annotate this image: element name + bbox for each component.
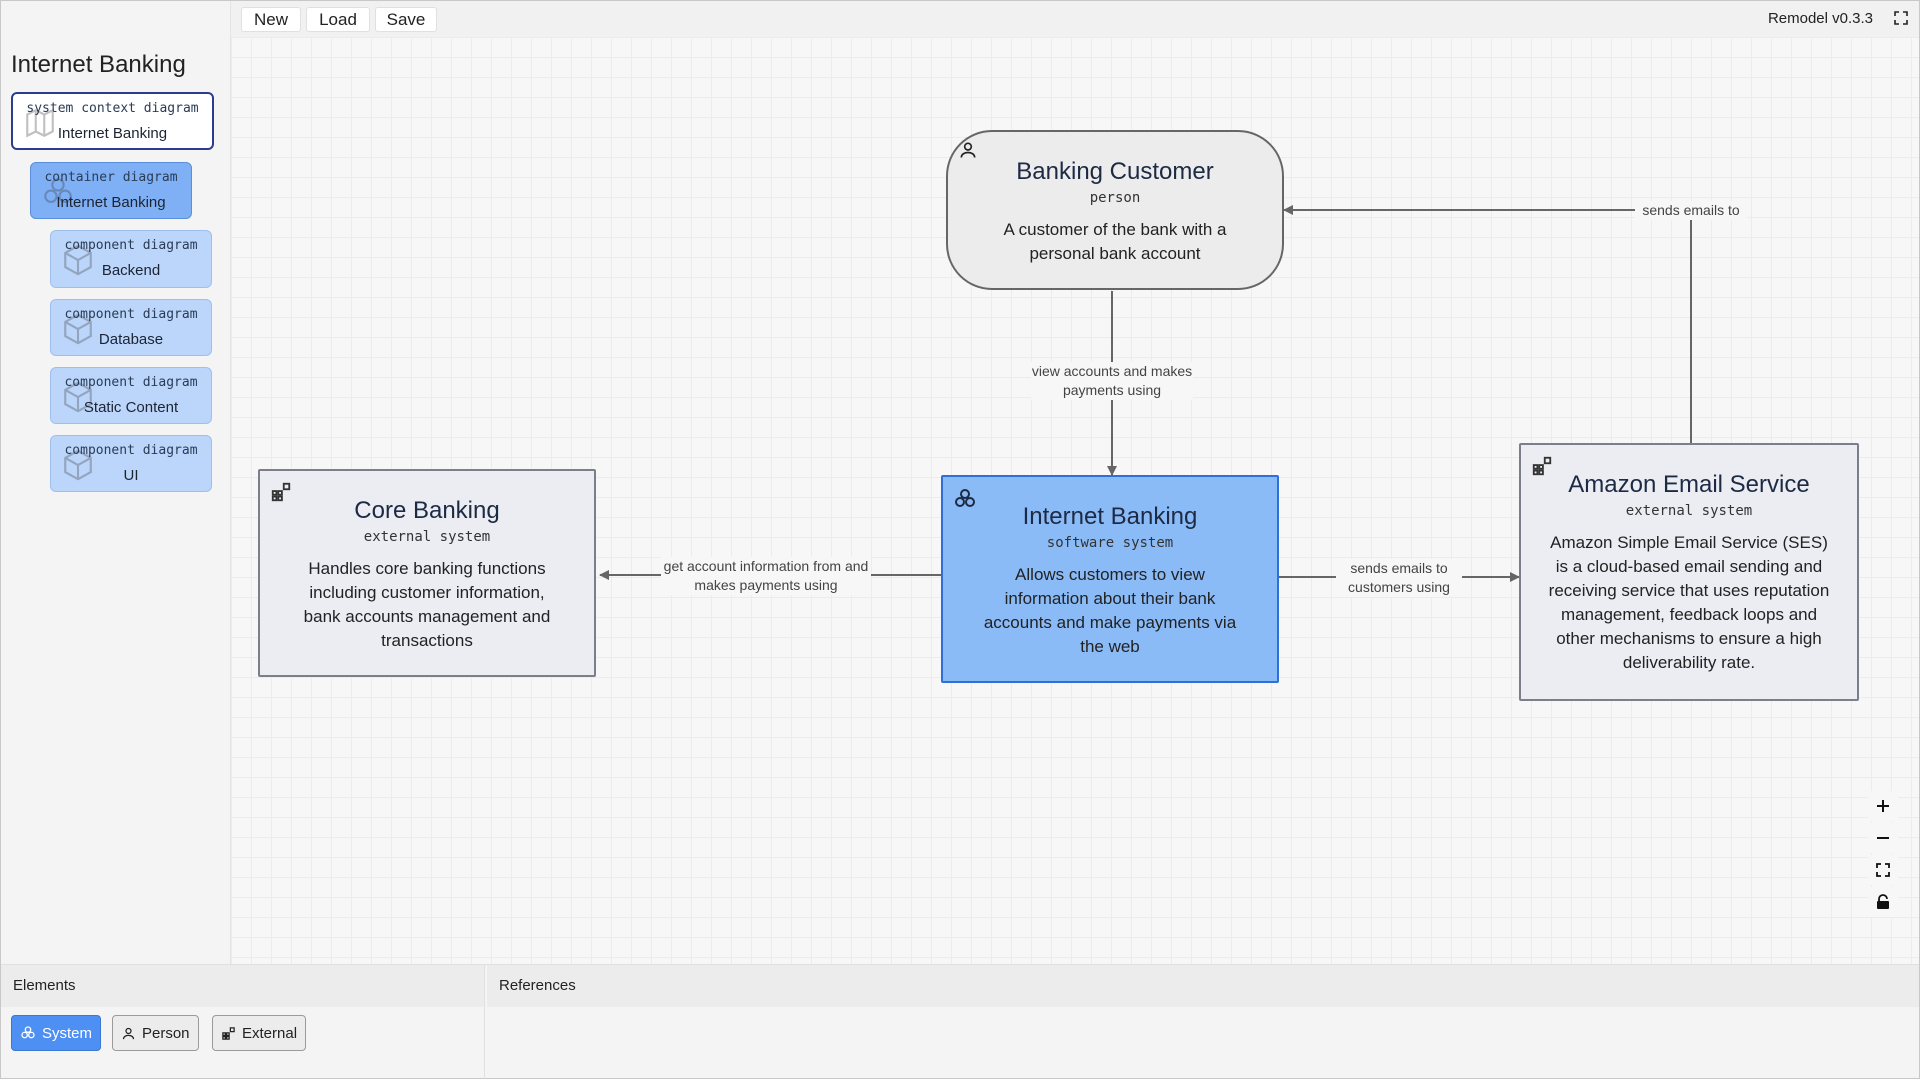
references-panel-title: References — [487, 965, 1919, 1007]
tree-item-system-context[interactable]: system context diagram Internet Banking — [11, 92, 214, 150]
diagram-canvas[interactable]: view accounts and makes payments using g… — [231, 37, 1919, 964]
edge-email-to-customer[interactable] — [1283, 205, 1692, 443]
new-button[interactable]: New — [241, 7, 301, 32]
tree-item-container[interactable]: container diagram Internet Banking — [30, 162, 192, 219]
lock-icon — [1877, 894, 1889, 909]
edge-label-internet-banking-to-email: sends emails to customers using — [1336, 559, 1462, 597]
external-icon — [222, 1026, 235, 1040]
node-stereotype: person — [1089, 190, 1141, 206]
tree-item-kind: component diagram — [64, 307, 198, 322]
tree-item-kind: container diagram — [44, 170, 178, 185]
node-stereotype: software system — [1046, 535, 1174, 551]
save-button[interactable]: Save — [375, 7, 437, 32]
node-core-banking[interactable]: Core Banking external system Handles cor… — [258, 469, 596, 677]
tree-item-component-ui[interactable]: component diagram UI — [50, 435, 212, 492]
plus-icon — [1877, 800, 1889, 812]
tree-item-name: Internet Banking — [56, 194, 166, 211]
toolbar: New Load Save Remodel v0.3.3 — [231, 1, 1919, 37]
add-system-button[interactable]: System — [11, 1015, 102, 1051]
person-icon — [122, 1027, 135, 1039]
tree-item-component-database[interactable]: component diagram Database — [50, 299, 212, 356]
edge-label-internet-banking-to-core-banking: get account information from and makes p… — [661, 557, 871, 595]
tree-item-name: Database — [98, 331, 164, 348]
node-description: Handles core banking functions including… — [303, 559, 551, 650]
tree-item-component-static-content[interactable]: component diagram Static Content — [50, 367, 212, 424]
add-person-label: Person — [142, 1024, 190, 1042]
tree-item-kind: component diagram — [64, 443, 198, 458]
tree-item-kind: system context diagram — [26, 101, 199, 116]
cube-icon — [64, 381, 92, 413]
node-stereotype: external system — [1625, 503, 1753, 519]
add-person-button[interactable]: Person — [112, 1015, 199, 1051]
system-icon — [44, 178, 72, 203]
tree-item-kind: component diagram — [64, 375, 198, 390]
system-icon — [21, 1026, 35, 1039]
edge-label-email-to-customer: sends emails to — [1635, 201, 1747, 220]
node-description: Allows customers to view information abo… — [983, 565, 1237, 656]
node-title: Banking Customer — [1016, 158, 1214, 185]
fit-view-button[interactable] — [1868, 855, 1898, 885]
node-amazon-email-service[interactable]: Amazon Email Service external system Ama… — [1519, 443, 1859, 701]
cube-icon — [64, 449, 92, 481]
sidebar-title: Internet Banking — [11, 51, 186, 78]
tree-item-name: Internet Banking — [57, 125, 168, 142]
add-external-label: External — [242, 1024, 298, 1042]
tree-item-name: UI — [123, 467, 139, 484]
add-system-label: System — [42, 1024, 93, 1042]
sidebar: Internet Banking system context diagram … — [1, 1, 231, 964]
zoom-out-button[interactable] — [1868, 823, 1898, 853]
external-icon — [271, 482, 291, 502]
tree-item-kind: component diagram — [64, 238, 198, 253]
system-icon — [955, 489, 975, 507]
app-version: Remodel v0.3.3 — [1767, 10, 1873, 27]
add-external-button[interactable]: External — [212, 1015, 307, 1051]
edge-label-customer-to-internet-banking: view accounts and makes payments using — [1031, 362, 1193, 400]
node-description: A customer of the bank with a personal b… — [1003, 220, 1227, 263]
external-icon — [1532, 456, 1552, 476]
load-button[interactable]: Load — [306, 7, 370, 32]
elements-panel-title: Elements — [1, 965, 484, 1007]
node-title: Internet Banking — [1022, 503, 1198, 530]
tree-item-name: Static Content — [83, 399, 179, 416]
bottom-panels: Elements System Person External Referenc… — [1, 964, 1919, 1079]
fullscreen-icon[interactable] — [1893, 10, 1909, 26]
minus-icon — [1877, 837, 1889, 839]
fit-icon — [1876, 863, 1890, 877]
elements-panel: Elements System Person External — [1, 965, 485, 1079]
person-icon — [960, 142, 976, 158]
node-banking-customer[interactable]: Banking Customer person A customer of th… — [946, 130, 1284, 290]
cube-icon — [64, 313, 92, 345]
zoom-in-button[interactable] — [1868, 791, 1898, 821]
node-internet-banking[interactable]: Internet Banking software system Allows … — [941, 475, 1279, 683]
map-icon — [26, 108, 54, 138]
lock-button[interactable] — [1868, 887, 1898, 917]
tree-item-name: Backend — [101, 262, 161, 279]
references-panel: References — [487, 965, 1919, 1079]
node-title: Amazon Email Service — [1568, 471, 1810, 498]
cube-icon — [64, 244, 92, 276]
node-description: Amazon Simple Email Service (SES) is a c… — [1548, 533, 1830, 672]
tree-item-component-backend[interactable]: component diagram Backend — [50, 230, 212, 288]
node-stereotype: external system — [363, 529, 491, 545]
node-title: Core Banking — [354, 497, 500, 524]
